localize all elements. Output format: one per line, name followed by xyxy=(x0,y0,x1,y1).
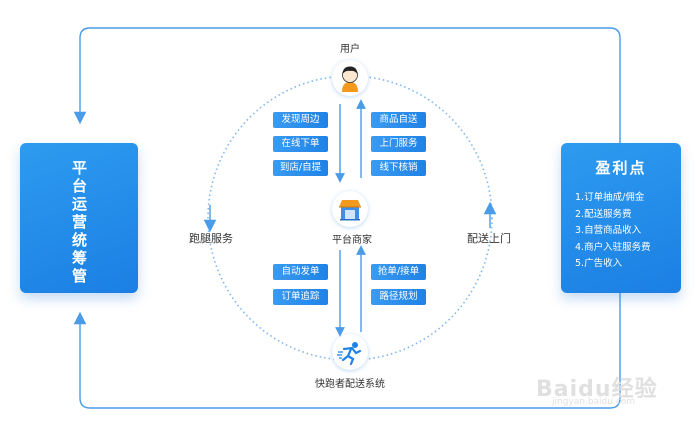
profit-item: 2.配送服务费 xyxy=(575,208,632,220)
user-label: 用户 xyxy=(340,44,360,55)
courier-runner-icon xyxy=(332,334,368,370)
tag-offline-redeem: 线下核销 xyxy=(371,160,426,176)
tag-home-service: 上门服务 xyxy=(371,136,426,152)
profit-item: 5.广告收入 xyxy=(575,258,623,269)
profit-box-title: 盈利点 xyxy=(595,159,647,177)
outer-loop-bottom xyxy=(73,293,621,409)
platform-management-box: 平台运营统筹管理 xyxy=(20,143,138,293)
outer-loop-top xyxy=(73,27,621,143)
tag-pickup: 到店/自提 xyxy=(273,160,328,176)
profit-list: 1.订单抽成/佣金 2.配送服务费 3.自营商品收入 4.商户入驻服务费 5.广… xyxy=(575,190,679,273)
platform-box-title: 平台运营统筹管理 xyxy=(70,160,88,286)
ring-label-errand: 跑腿服务 xyxy=(189,232,233,245)
tag-self-delivery: 商品自送 xyxy=(371,112,426,128)
profit-item: 4.商户入驻服务费 xyxy=(575,241,651,253)
store-icon xyxy=(332,191,368,227)
dotted-ring xyxy=(207,75,493,361)
baidu-watermark: Baidu经验 xyxy=(536,377,658,402)
user-icon xyxy=(332,60,368,96)
profit-item: 1.订单抽成/佣金 xyxy=(575,192,645,203)
profit-item: 3.自营商品收入 xyxy=(575,225,642,236)
tag-grab-order: 抢单/接单 xyxy=(371,264,426,280)
tag-route-planning: 路径规划 xyxy=(371,289,426,305)
tag-auto-dispatch: 自动发单 xyxy=(273,264,328,280)
ring-label-delivery: 配送上门 xyxy=(467,232,511,245)
tag-order-online: 在线下单 xyxy=(273,136,328,152)
tag-order-tracking: 订单追踪 xyxy=(273,289,328,305)
profit-points-box: 盈利点 1.订单抽成/佣金 2.配送服务费 3.自营商品收入 4.商户入驻服务费… xyxy=(561,143,681,293)
tag-discover-nearby: 发现周边 xyxy=(273,112,328,128)
baidu-watermark-url: jingyan.baidu.com xyxy=(552,397,636,407)
courier-label: 快跑者配送系统 xyxy=(315,379,385,390)
merchant-label: 平台商家 xyxy=(332,235,372,246)
